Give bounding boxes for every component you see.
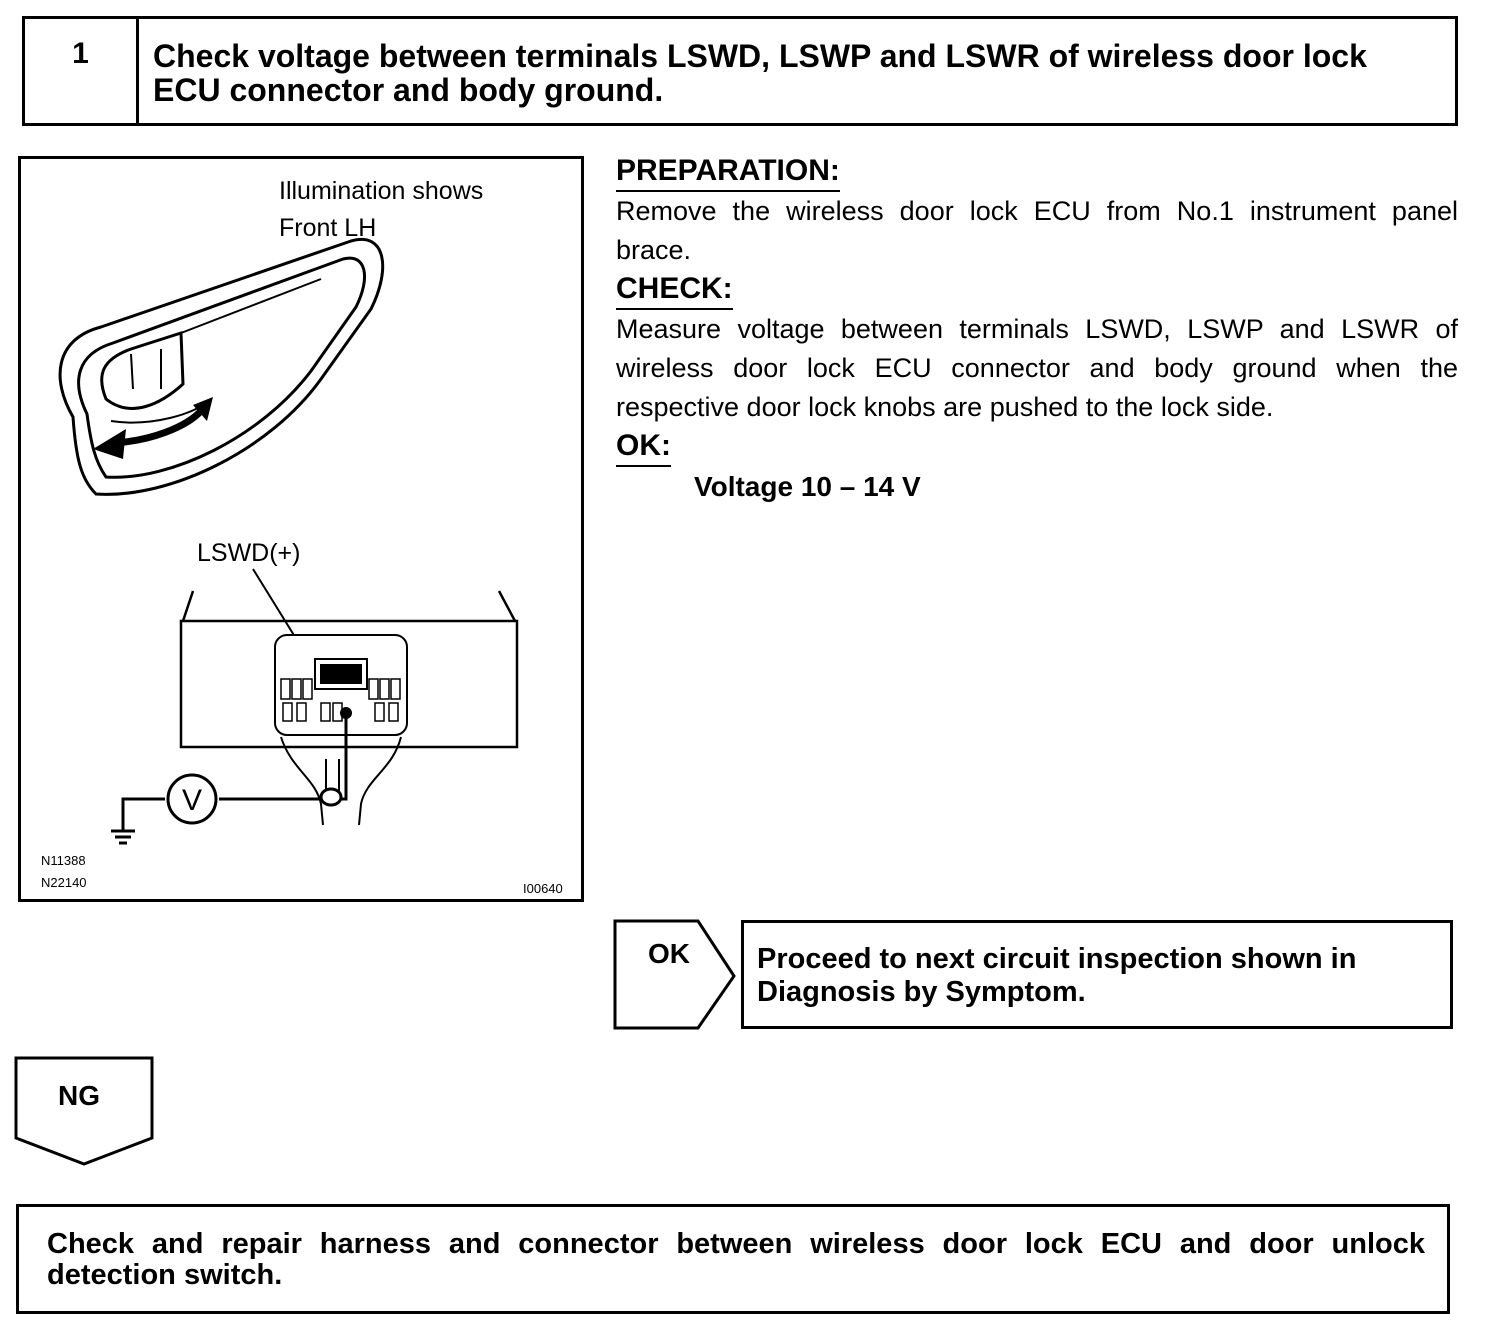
illustration-panel: V Illumination shows Front LH LSWD(+) N1… [18,156,584,902]
check-heading: CHECK: [616,270,733,310]
voltmeter-symbol: V [182,784,202,817]
step-header: 1 Check voltage between terminals LSWD, … [22,16,1458,126]
figure-code-2: N22140 [41,875,87,890]
step-title: Check voltage between terminals LSWD, LS… [153,38,1367,108]
ok-result-text: Proceed to next circuit inspection shown… [757,943,1357,1008]
preparation-body: Remove the wireless door lock ECU from N… [616,196,1458,265]
instructions-column: PREPARATION: Remove the wireless door lo… [616,152,1458,507]
figure-code-1: N11388 [41,853,86,868]
preparation-heading: PREPARATION: [616,152,840,192]
ecu-connector-graphic [274,634,408,736]
ng-label: NG [58,1080,100,1111]
door-handle-graphic [58,237,385,496]
caption-line-2: Front LH [279,214,377,242]
connector-illustration: V [58,237,519,845]
ok-arrow-shape [613,919,736,1030]
terminal-label: LSWD(+) [197,539,301,567]
ng-result-text: Check and repair harness and connector b… [47,1228,1425,1291]
ok-result-box: Proceed to next circuit inspection shown… [741,920,1453,1029]
movement-arrow-icon [93,397,213,459]
wire-harness-graphic [280,736,402,826]
ok-spec-heading: OK: [616,427,671,467]
figure-code-3: I00640 [523,881,563,896]
probe-lead-graphic [111,713,348,845]
check-body: Measure voltage between terminals LSWD, … [616,314,1458,422]
ok-label: OK [648,938,690,969]
ok-spec-value: Voltage 10 – 14 V [694,471,921,502]
voltmeter-icon: V [166,773,218,825]
ng-arrow-shape [14,1056,154,1166]
caption-line-1: Illumination shows [279,177,484,205]
ecu-body-graphic [179,590,519,749]
step-number: 1 [25,19,139,123]
illustration-caption: Illumination shows Front LH [279,173,579,247]
ng-result-box: Check and repair harness and connector b… [16,1204,1450,1314]
